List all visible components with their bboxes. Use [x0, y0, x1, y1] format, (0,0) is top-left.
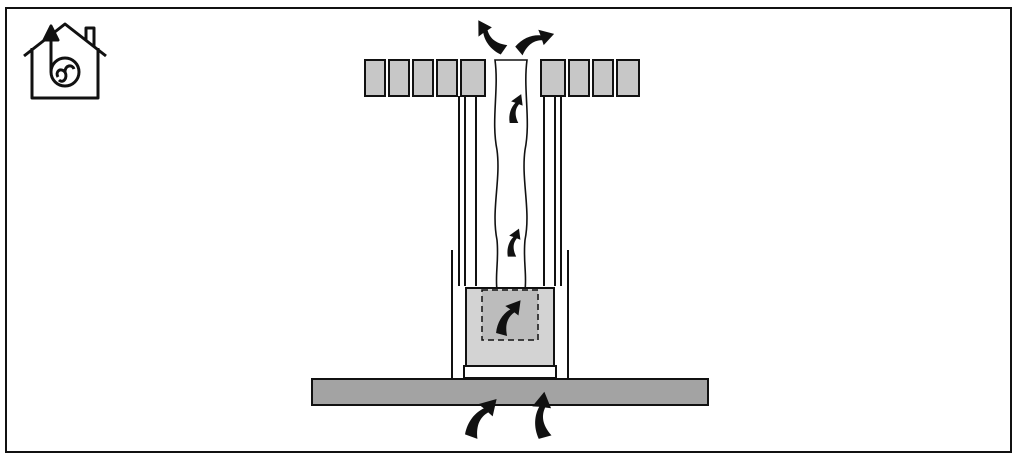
ceiling-panel — [412, 59, 434, 97]
ceiling-panel — [592, 59, 614, 97]
chimney-casing — [451, 96, 569, 380]
hood-body — [463, 287, 557, 379]
ceiling-panel — [616, 59, 640, 97]
ceiling-panels — [364, 59, 640, 97]
ceiling-panel — [540, 59, 566, 97]
cooktop — [311, 378, 709, 406]
ceiling-panel — [436, 59, 458, 97]
hood-filter-frame — [463, 365, 557, 379]
ceiling-panel — [460, 59, 486, 97]
ceiling-panel — [388, 59, 410, 97]
ceiling-panel — [568, 59, 590, 97]
ceiling-panel — [364, 59, 386, 97]
exhaust-air-mode-icon — [23, 22, 107, 100]
